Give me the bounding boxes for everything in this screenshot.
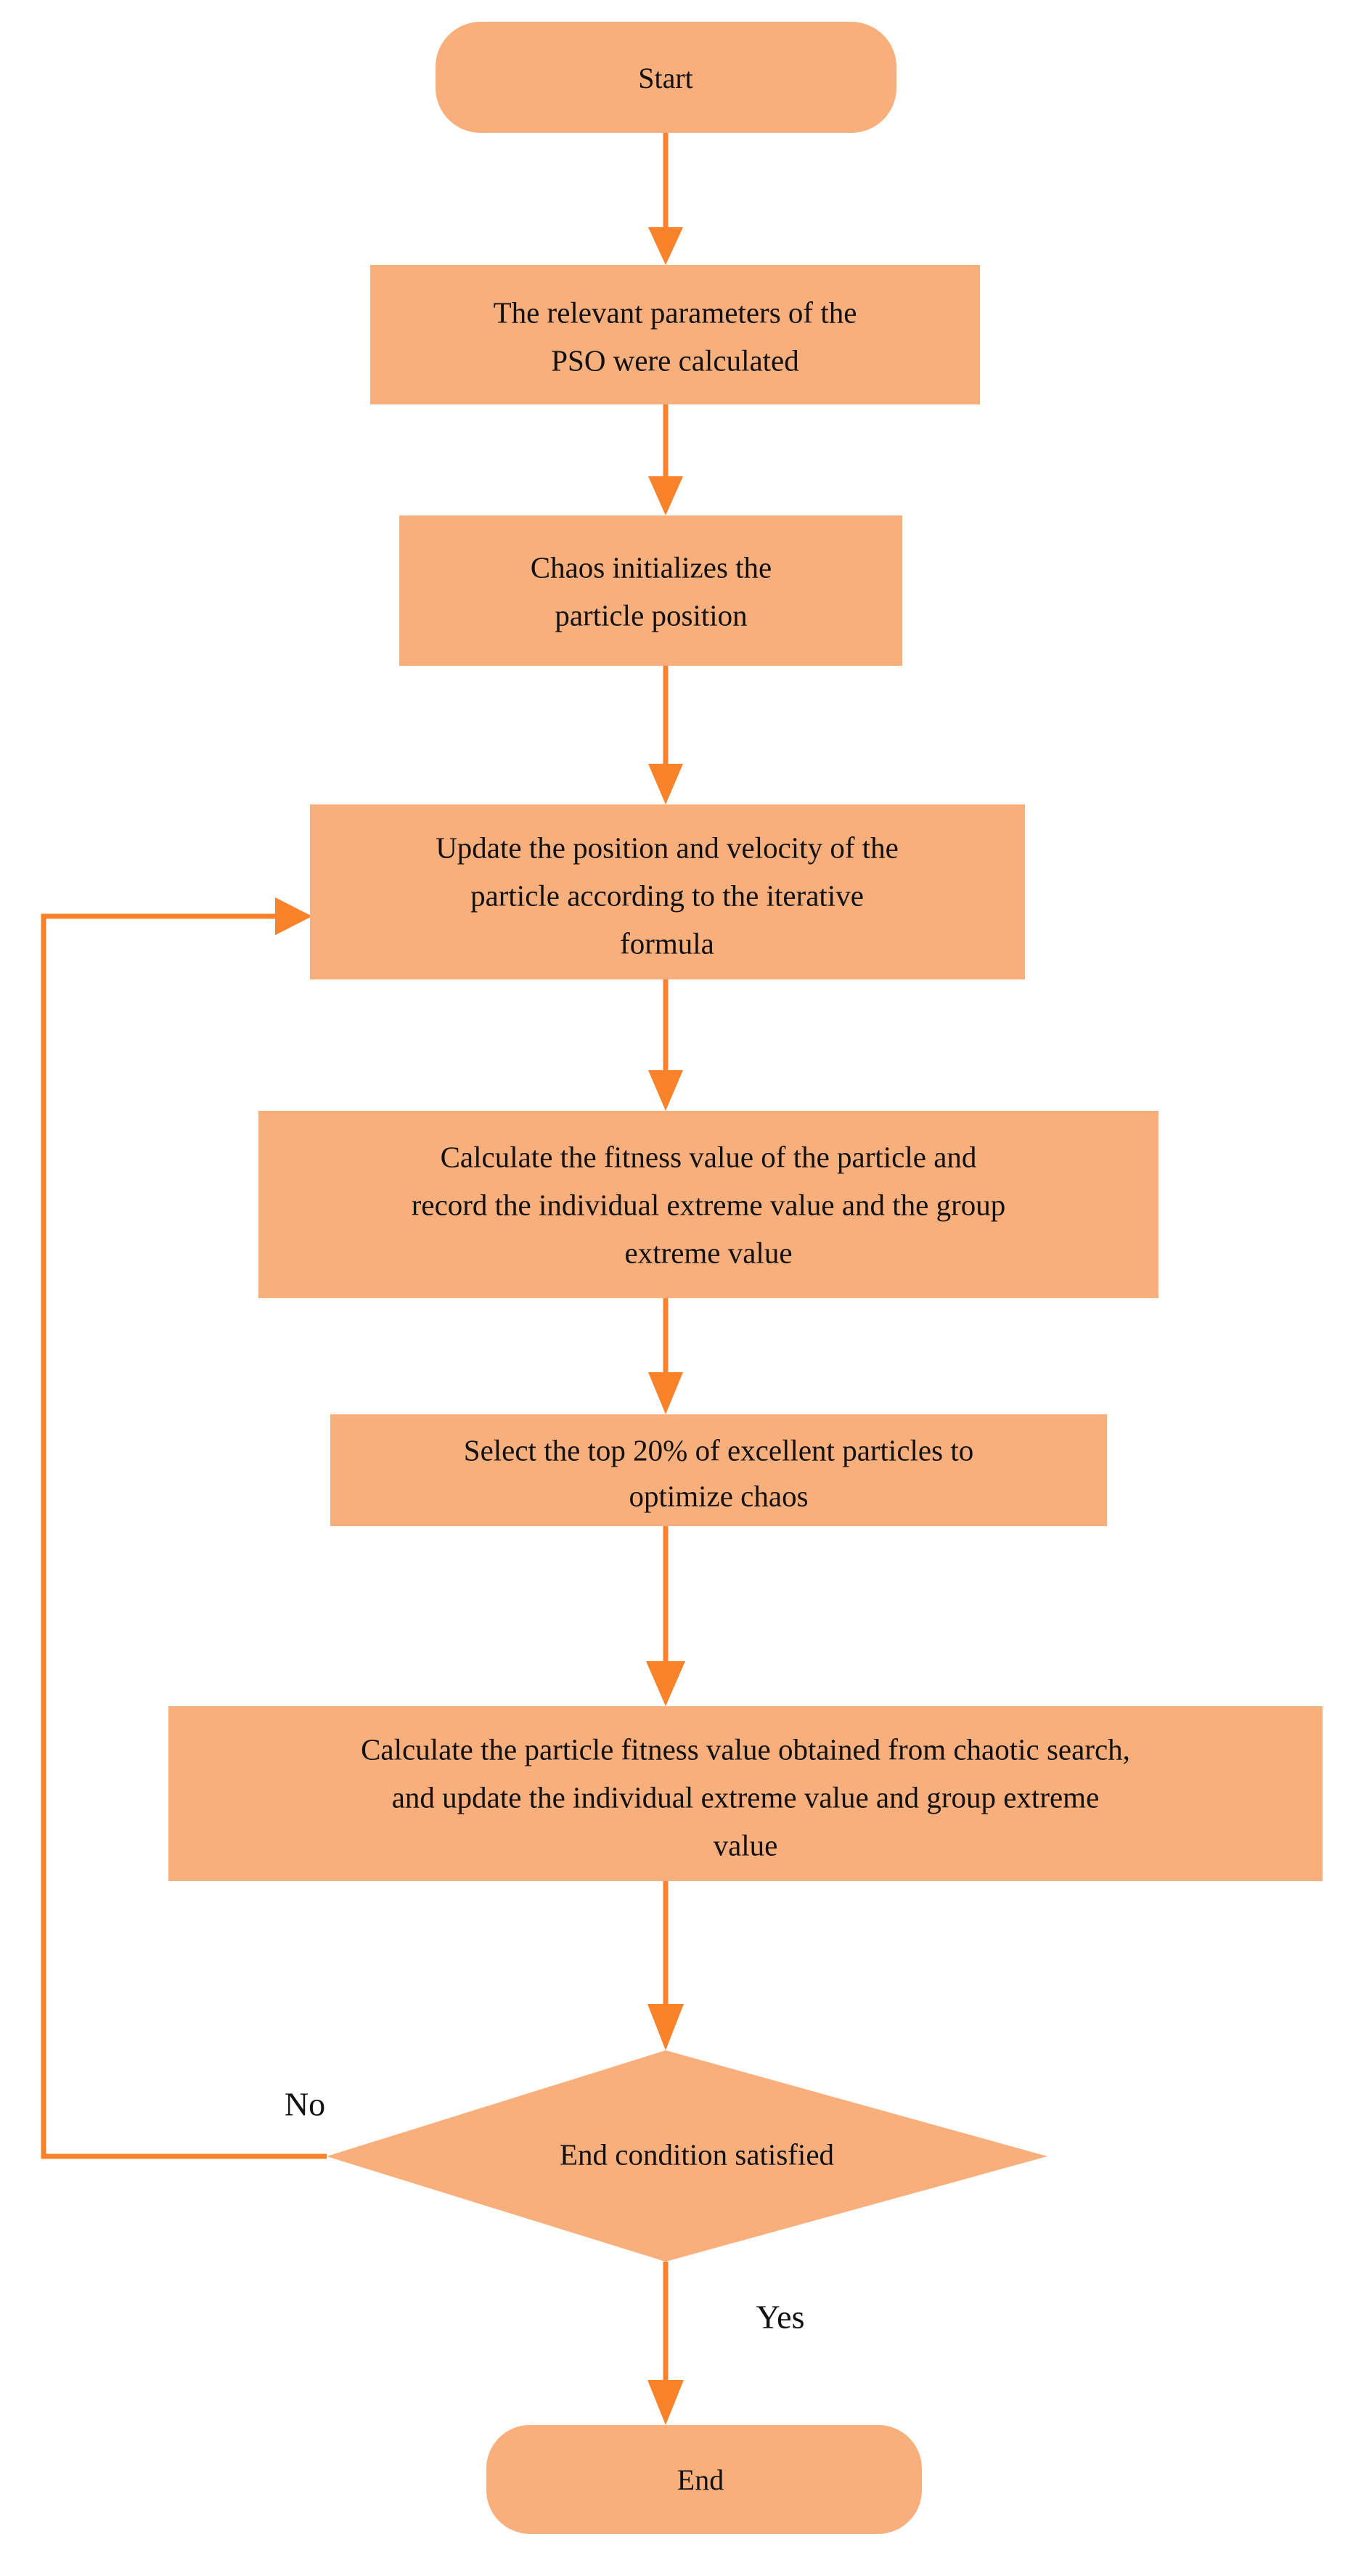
fitness-label-line1: Calculate the fitness value of the parti… [441, 1140, 977, 1173]
params-label-line1: The relevant parameters of the [494, 295, 857, 329]
fitness-label-line3: extreme value [624, 1236, 792, 1269]
update-label-line1: Update the position and velocity of the [436, 831, 899, 864]
node-calculate-fitness[interactable]: Calculate the fitness value of the parti… [258, 1111, 1158, 1298]
connector-decision-to-end [647, 2262, 684, 2425]
edge-label-no: No [285, 2086, 325, 2123]
node-select-top-particles[interactable]: Select the top 20% of excellent particle… [330, 1414, 1107, 1526]
select-label-line1: Select the top 20% of excellent particle… [464, 1433, 973, 1467]
search-label-line3: value [714, 1828, 778, 1862]
chaos-init-label-line2: particle position [555, 598, 747, 632]
fitness-label-line2: record the individual extreme value and … [412, 1188, 1006, 1221]
node-end[interactable]: End [486, 2425, 922, 2534]
chaos-init-shape [399, 515, 902, 666]
node-params[interactable]: The relevant parameters of the PSO were … [370, 265, 980, 404]
update-label-line2: particle according to the iterative [470, 879, 864, 912]
chaotic-search-shape [168, 1706, 1323, 1881]
node-update-position-velocity[interactable]: Update the position and velocity of the … [310, 804, 1025, 979]
node-chaotic-search-update[interactable]: Calculate the particle fitness value obt… [168, 1706, 1323, 1881]
connector-select-to-search [646, 1526, 685, 1706]
connector-params-to-chaos-init [648, 404, 683, 515]
select-shape [330, 1414, 1107, 1526]
connector-chaos-init-to-update [648, 666, 683, 804]
connector-decision-no-loop [41, 897, 327, 2159]
end-label: End [677, 2463, 724, 2496]
decision-shape [327, 2050, 1047, 2262]
connector-search-to-decision [647, 1881, 684, 2050]
update-label-line3: formula [620, 926, 714, 960]
select-label-line2: optimize chaos [629, 1479, 808, 1512]
fitness-shape [258, 1111, 1158, 1298]
start-label: Start [638, 62, 693, 94]
chaos-init-label-line1: Chaos initializes the [531, 550, 772, 584]
connector-update-to-fitness [648, 979, 683, 1111]
connector-fitness-to-select [648, 1298, 683, 1414]
node-chaos-init[interactable]: Chaos initializes the particle position [399, 515, 902, 666]
search-label-line1: Calculate the particle fitness value obt… [361, 1732, 1130, 1766]
update-shape [310, 804, 1025, 979]
end-shape [486, 2425, 922, 2534]
node-end-condition-decision[interactable]: End condition satisfied [327, 2050, 1047, 2262]
node-start[interactable]: Start [436, 22, 896, 133]
params-shape [370, 265, 980, 404]
edge-label-yes: Yes [756, 2299, 805, 2336]
search-label-line2: and update the individual extreme value … [392, 1780, 1100, 1814]
decision-label: End condition satisfied [560, 2137, 834, 2171]
params-label-line2: PSO were calculated [551, 343, 799, 377]
start-shape [436, 22, 896, 133]
connector-start-to-params [648, 133, 683, 265]
